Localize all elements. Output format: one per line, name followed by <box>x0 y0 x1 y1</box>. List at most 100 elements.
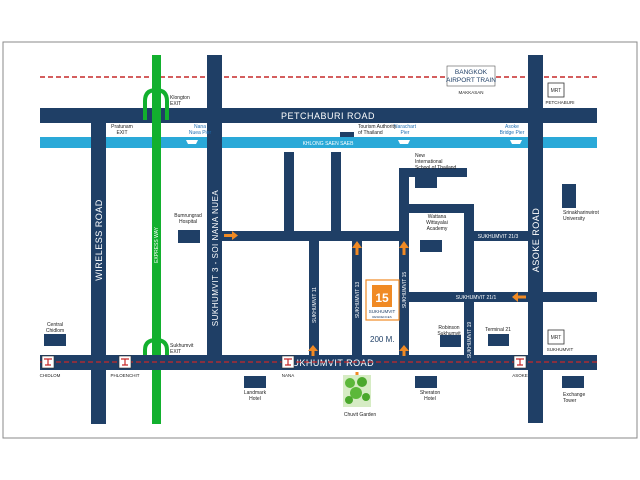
srinakharinwirot-line1: Srinakharinwirot <box>563 210 599 216</box>
arrow-up-soi13 <box>352 241 362 255</box>
robinson-line2: Sukhumvit <box>437 331 461 337</box>
bumrungrad-building <box>178 230 200 243</box>
arrow-up-sukhumvit-11 <box>308 345 318 356</box>
wattana-line3: Academy <box>427 226 448 232</box>
srinakharinwirot-building <box>562 184 576 208</box>
canal-label: KHLONG SAEN SAEB <box>303 141 355 147</box>
nist-connector <box>399 168 467 177</box>
arrow-up-sukhumvit-15 <box>399 345 409 356</box>
mrt-logo-petchaburi: MRT <box>551 88 562 94</box>
airport-train-line1: BANGKOK <box>455 69 488 76</box>
sukhumvit-13-road <box>352 238 362 356</box>
nist-line1: New <box>415 153 425 159</box>
nist-building <box>415 176 437 188</box>
bumrungrad-line1: Bumrungrad <box>174 213 202 219</box>
sukhumvit-19-label: SUKHUMVIT 19 <box>467 322 473 359</box>
sukhumvit-21-3-label: SUKHUMVIT 21/3 <box>478 234 519 240</box>
bts-nana-label: NANA <box>282 373 295 378</box>
sukhumvit-11-road <box>309 238 319 356</box>
project-name: SUKHUMVIT <box>369 309 396 314</box>
sukhumvit-21-3-road <box>464 231 528 241</box>
robinson-line1: Robinson <box>438 325 459 331</box>
soi-upper-2 <box>331 152 341 238</box>
bts-chidlom-label: CHIDLOM <box>40 373 61 378</box>
bts-phloenchit-icon <box>118 355 132 369</box>
sukhumvit-exit-line1: Sukhumvit <box>170 343 194 349</box>
mrt-sukhumvit-icon: MRT <box>547 329 565 345</box>
express-way <box>152 55 161 424</box>
sheraton-line1: Sheraton <box>420 390 441 396</box>
airport-train-line2: AIRPORT TRAIN <box>446 77 496 84</box>
asoke-road <box>528 55 543 423</box>
narachart-pier-line2: Pier <box>401 130 410 136</box>
sukhumvit-15-label: SUKHUMVIT 15 <box>402 272 408 309</box>
nana-pier-line1: Nana <box>194 124 206 130</box>
sukhumvit-11-label: SUKHUMVIT 11 <box>312 287 318 323</box>
wireless-road <box>91 108 106 424</box>
airport-train-badge: BANGKOK AIRPORT TRAIN <box>446 65 496 87</box>
petchaburi-road-label: PETCHABURI ROAD <box>281 111 375 121</box>
project-logo-number: 15 <box>375 291 389 305</box>
arrow-up-soi15 <box>399 241 409 255</box>
terminal21-building <box>488 334 509 346</box>
bumrungrad-connector <box>222 231 409 241</box>
central-chidlom-line2: Chidlom <box>46 328 64 334</box>
robinson-building <box>440 335 461 347</box>
mrt-petchaburi-label: PETCHABURI <box>545 100 574 105</box>
tat-line1: Tourism Authority <box>358 124 397 130</box>
nist-line2: International <box>415 159 443 165</box>
asoke-road-label: ASOKE ROAD <box>531 208 541 273</box>
sukhumvit-21-1-label: SUKHUMVIT 21/1 <box>456 295 497 301</box>
tat-line2: of Thailand <box>358 130 383 136</box>
sheraton-line2: Hotel <box>424 396 436 402</box>
landmark-hotel-line1: Landmark <box>244 390 267 396</box>
central-chidlom-building <box>44 334 66 346</box>
terminal21-label: Terminal 21 <box>485 327 511 333</box>
wattana-building <box>420 240 442 252</box>
asoke-pier-line2: Bridge Pier <box>500 130 525 136</box>
wattana-line2: Wittayalai <box>426 220 448 226</box>
pratunam-line1: Pratunam <box>111 124 133 130</box>
arrow-left-21-1 <box>512 292 526 302</box>
bts-chidlom-icon <box>41 355 55 369</box>
exchange-tower-line1: Exchange <box>563 392 585 398</box>
sukhumvit-road-label: SUKHUMVIT ROAD <box>286 358 374 368</box>
soi-upper-1 <box>284 152 294 238</box>
sheraton-building <box>415 376 437 388</box>
mrt-logo-sukhumvit: MRT <box>551 335 562 341</box>
bts-phloenchit-label: PHLOENCHIT <box>110 373 139 378</box>
sukhumvit-exit-line2: EXIT <box>170 349 181 355</box>
central-chidlom-line1: Central <box>47 322 63 328</box>
project-distance: 200 M. <box>370 335 394 344</box>
nist-line3: School of Thailand <box>415 165 457 171</box>
boat-icon <box>186 140 198 144</box>
khlong-saen-saeb-canal <box>40 137 597 148</box>
boat-icon <box>510 140 522 144</box>
express-way-label: EXPRESS WAY <box>154 226 160 263</box>
pratunam-line2: EXIT <box>116 130 127 136</box>
project-tagline: RESIDENCES <box>372 315 392 319</box>
soi-nana-road-label: SUKHUMVIT 3 - SOI NANA NUEA <box>211 190 220 327</box>
petchaburi-road <box>40 108 597 123</box>
sukhumvit-19-road <box>464 205 474 356</box>
boat-icon <box>398 140 410 144</box>
sukhumvit-21-1-road <box>409 292 597 302</box>
arrow-right-bumrungrad <box>224 231 238 240</box>
bts-asoke-icon <box>513 355 527 369</box>
sukhumvit-13-label: SUKHUMVIT 13 <box>355 282 361 319</box>
exchange-tower-line2: Tower <box>563 398 577 404</box>
sukhumvit-15-road <box>399 170 409 356</box>
soi-nana-road <box>207 55 222 369</box>
bumrungrad-line2: Hospital <box>179 219 197 225</box>
mrt-petchaburi-icon: MRT <box>547 82 565 98</box>
